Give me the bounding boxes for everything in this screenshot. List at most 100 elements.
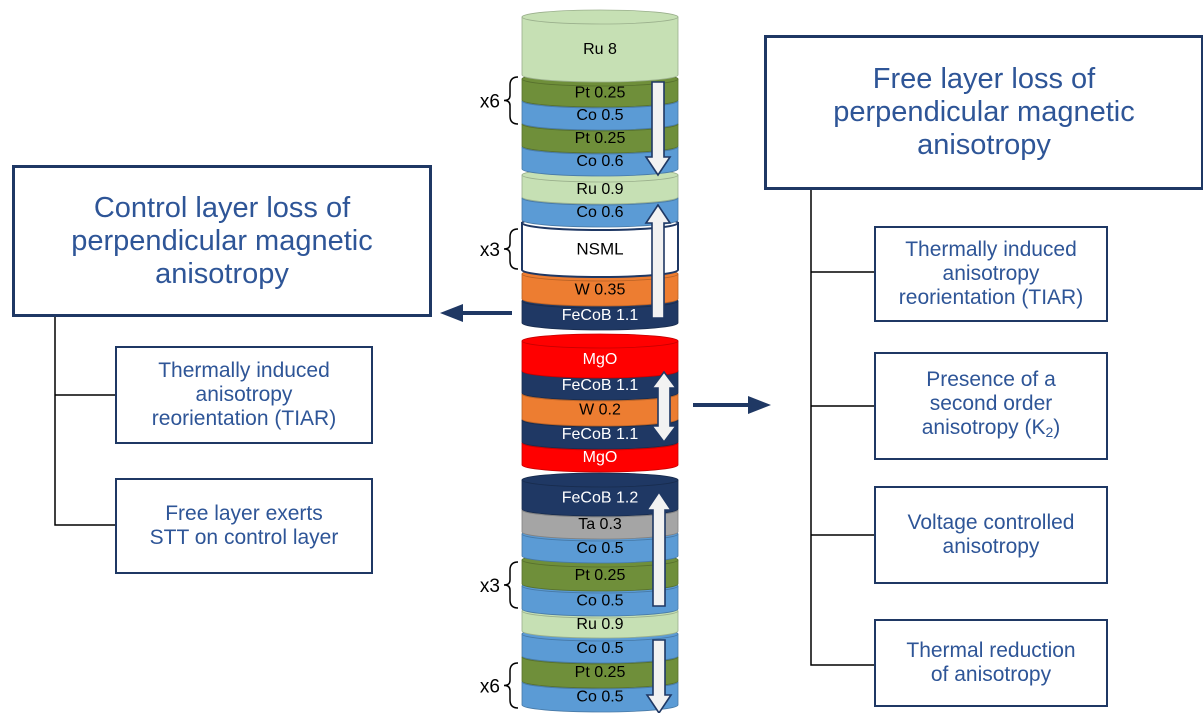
layer-label: Co 0.5 — [576, 107, 623, 124]
free-layer-title-line-1: Free layer loss of — [872, 63, 1096, 95]
layer-body — [521, 633, 679, 664]
free-layer-tiar-box: Thermally induced anisotropy reorientati… — [874, 226, 1108, 322]
free-tiar-line-3: reorientation (TIAR) — [898, 286, 1084, 309]
free-k2-close: ) — [1053, 416, 1061, 439]
layer-label: Co 0.6 — [576, 204, 623, 221]
stack-layer: NSML — [521, 215, 679, 278]
repeat-brace: x3 — [480, 228, 519, 270]
layer-body — [521, 559, 679, 592]
layer-label: FeCoB 1.1 — [562, 307, 639, 324]
brace-shape — [503, 561, 519, 609]
layer-body — [521, 585, 679, 617]
brace-shape — [503, 228, 519, 270]
layer-body — [521, 123, 679, 154]
free-tiar-line-1: Thermally induced — [905, 238, 1077, 261]
magnetization-arrow-free-layer — [650, 370, 678, 444]
layer-body — [521, 479, 679, 517]
layer-top — [521, 472, 679, 488]
layer-label: Ru 0.9 — [576, 181, 623, 198]
layer-label: MgO — [583, 449, 618, 466]
layer-body — [521, 146, 679, 177]
layer-label: Co 0.5 — [576, 640, 623, 657]
repeat-label: x3 — [480, 576, 500, 597]
layer-label: FeCoB 1.2 — [562, 490, 639, 507]
layer-label: MgO — [583, 351, 618, 368]
stack-layer: MgO — [521, 333, 679, 379]
layer-label: W 0.35 — [575, 282, 626, 299]
layer-body — [521, 533, 679, 564]
free-layer-thermal-box: Thermal reduction of anisotropy — [874, 619, 1108, 707]
magnetization-arrow-up-reference — [645, 490, 673, 607]
repeat-brace: x3 — [480, 561, 519, 609]
free-layer-title-line-3: anisotropy — [917, 129, 1051, 161]
magnetization-arrow-down-top — [644, 81, 672, 177]
layer-label: W 0.2 — [579, 402, 621, 419]
layer-label: Co 0.5 — [576, 593, 623, 610]
layer-label: Pt 0.25 — [575, 664, 626, 681]
layer-body — [521, 340, 679, 379]
layer-label: Co 0.5 — [576, 689, 623, 706]
layer-body — [521, 273, 679, 307]
layer-body — [521, 197, 679, 228]
layer-body — [521, 393, 679, 427]
magnetization-arrow-up-control — [644, 203, 672, 319]
control-layer-stt-box: Free layer exerts STT on control layer — [115, 478, 373, 574]
layer-label: Ru 8 — [583, 41, 617, 58]
control-tiar-line-2: anisotropy — [195, 383, 293, 406]
layer-top — [521, 333, 679, 349]
brace-shape — [503, 76, 519, 125]
control-tiar-line-1: Thermally induced — [158, 359, 330, 382]
control-layer-title-box: Control layer loss of perpendicular magn… — [12, 165, 432, 317]
layer-label: Pt 0.25 — [575, 130, 626, 147]
free-vca-line-2: anisotropy — [942, 535, 1040, 558]
brace-shape — [503, 662, 519, 709]
layer-body — [521, 681, 679, 713]
layer-body — [521, 610, 679, 639]
repeat-label: x6 — [480, 677, 500, 698]
control-tiar-line-3: reorientation (TIAR) — [151, 407, 337, 430]
free-k2-line-2: second order — [929, 392, 1053, 415]
layer-body — [521, 78, 679, 108]
layer-body — [521, 442, 679, 473]
free-vca-line-1: Voltage controlled — [907, 511, 1075, 534]
control-layer-title-line-3: anisotropy — [155, 257, 289, 290]
layer-body — [521, 370, 679, 401]
free-thermal-line-2: of anisotropy — [930, 663, 1052, 686]
free-layer-title-box: Free layer loss of perpendicular magneti… — [764, 35, 1203, 190]
layer-body — [521, 300, 679, 331]
layer-label: Pt 0.25 — [575, 567, 626, 584]
repeat-label: x6 — [480, 92, 500, 113]
right-pointer-arrowhead — [748, 396, 771, 414]
free-layer-k2-box: Presence of a second order anisotropy (K… — [874, 352, 1108, 460]
free-k2-line-1: Presence of a — [926, 368, 1056, 391]
layer-top — [521, 9, 679, 25]
magnetization-arrow-down-bottom — [645, 639, 673, 713]
control-layer-title-line-1: Control layer loss of — [93, 191, 351, 224]
layer-body — [521, 509, 679, 540]
free-tree-trunk — [810, 190, 874, 666]
layer-body — [521, 100, 679, 131]
layer-body — [521, 16, 679, 83]
free-thermal-line-1: Thermal reduction — [906, 639, 1076, 662]
left-pointer-arrowhead — [440, 304, 463, 322]
control-layer-tiar-box: Thermally induced anisotropy reorientati… — [115, 346, 373, 444]
layer-label: FeCoB 1.1 — [562, 426, 639, 443]
layer-label: Co 0.6 — [576, 153, 623, 170]
layer-label: Ta 0.3 — [578, 516, 622, 533]
layer-label: Ru 0.9 — [576, 616, 623, 633]
control-tree-trunk — [54, 317, 115, 526]
repeat-brace: x6 — [480, 662, 519, 709]
control-stt-line-2: STT on control layer — [149, 526, 339, 549]
layer-body — [521, 174, 679, 205]
layer-label: Pt 0.25 — [575, 85, 626, 102]
layer-body — [521, 222, 679, 278]
layer-label: Co 0.5 — [576, 540, 623, 557]
control-layer-title-line-2: perpendicular magnetic — [71, 224, 373, 257]
free-k2-text: anisotropy (K — [921, 416, 1046, 439]
stack-layer: Ru 8 — [521, 9, 679, 83]
layer-label: FeCoB 1.1 — [562, 377, 639, 394]
free-layer-title-line-2: perpendicular magnetic — [833, 96, 1135, 128]
layer-body — [521, 656, 679, 689]
free-tiar-line-2: anisotropy — [942, 262, 1040, 285]
